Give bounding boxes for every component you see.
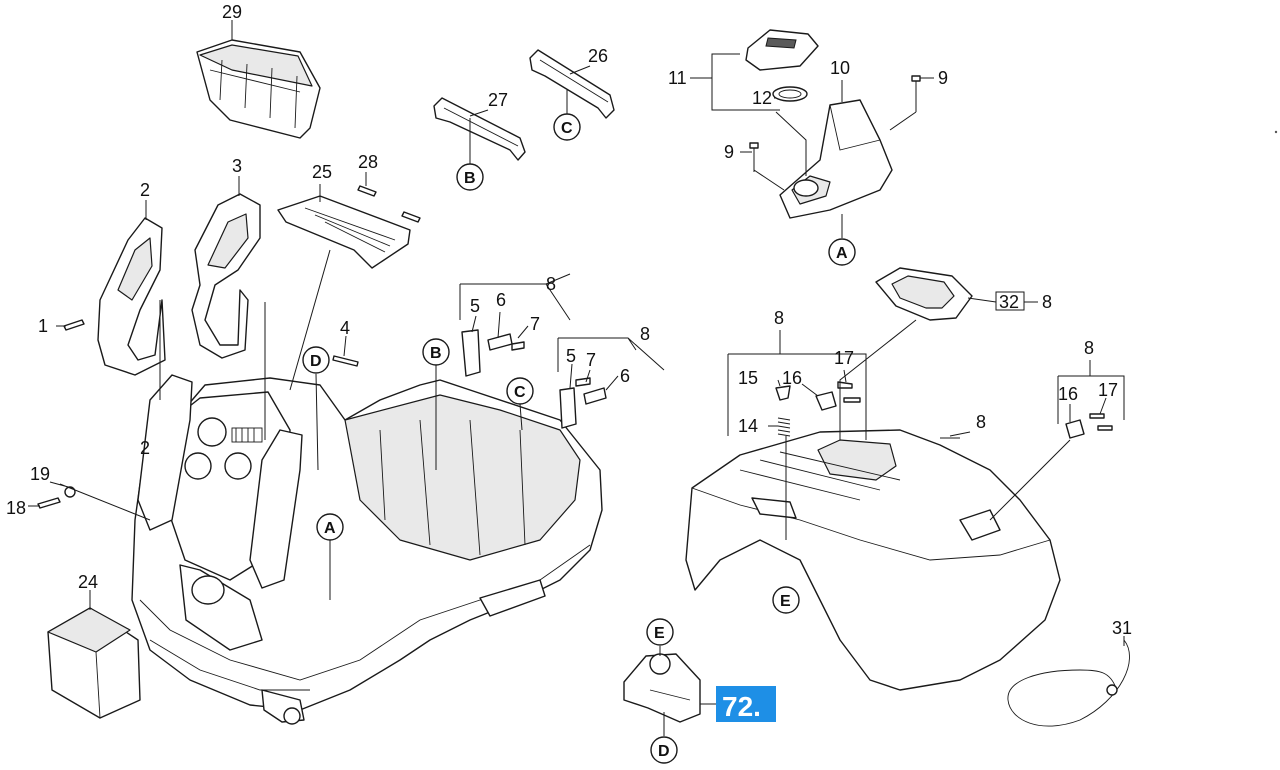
callout-b-mid: B <box>422 338 450 366</box>
svg-text:D: D <box>310 353 322 370</box>
label-14: 14 <box>738 416 758 436</box>
label-24: 24 <box>78 572 98 592</box>
label-28: 28 <box>358 152 378 172</box>
label-26: 26 <box>588 46 608 66</box>
label-8-f: 8 <box>1084 338 1094 358</box>
label-8-c: 8 <box>1042 292 1052 312</box>
callout-e-cover: E <box>772 586 800 614</box>
svg-text:C: C <box>514 384 526 401</box>
part-72-valve <box>623 653 701 723</box>
label-25: 25 <box>312 162 332 182</box>
callout-d-mid: D <box>302 346 330 374</box>
part-1-screw <box>63 319 85 331</box>
label-18: 18 <box>6 498 26 518</box>
part-72-badge[interactable]: 72. <box>700 686 776 722</box>
label-8-d: 8 <box>774 308 784 328</box>
label-7-b: 7 <box>586 350 596 370</box>
label-1: 1 <box>38 316 48 336</box>
callouts: C B A D B C A E E D <box>302 113 856 764</box>
part-24-box <box>47 607 141 719</box>
label-12: 12 <box>752 88 772 108</box>
svg-text:E: E <box>780 593 791 610</box>
part-16-clip-a <box>815 381 861 411</box>
label-3: 3 <box>232 156 242 176</box>
label-8-b: 8 <box>640 324 650 344</box>
label-32: 32 <box>999 292 1019 312</box>
label-2: 2 <box>140 180 150 200</box>
svg-text:B: B <box>464 170 476 187</box>
label-9-left: 9 <box>724 142 734 162</box>
label-8-e: 8 <box>976 412 986 432</box>
part-29-storage-tray <box>196 39 321 139</box>
callout-e-valve: E <box>646 618 674 646</box>
part-9-screw-left <box>749 142 759 172</box>
label-11: 11 <box>668 68 687 88</box>
svg-text:C: C <box>561 120 573 137</box>
callout-b-top: B <box>456 163 484 191</box>
latch-group-2 <box>559 377 607 429</box>
label-16-a: 16 <box>782 368 802 388</box>
callout-a-top: A <box>828 238 856 266</box>
label-9-top: 9 <box>938 68 948 88</box>
part-2-handle-left <box>97 217 166 376</box>
part-15-screw <box>775 385 791 401</box>
label-29: 29 <box>222 2 242 22</box>
cover-housing <box>685 429 1061 691</box>
svg-text:D: D <box>658 743 670 760</box>
label-10: 10 <box>830 58 850 78</box>
part-labels: 29 26 27 11 10 9 12 9 2 3 25 28 8 5 6 7 … <box>6 2 1132 638</box>
label-5-b: 5 <box>566 346 576 366</box>
svg-text:A: A <box>836 245 848 262</box>
leader-lines <box>28 20 1125 736</box>
label-31: 31 <box>1112 618 1132 638</box>
label-6-a: 6 <box>496 290 506 310</box>
label-15: 15 <box>738 368 758 388</box>
part-28-screws <box>357 185 421 223</box>
latch-group-1 <box>461 329 525 377</box>
edge-dot <box>1274 130 1278 134</box>
svg-text:A: A <box>324 520 336 537</box>
label-2-b: 2 <box>140 438 150 458</box>
svg-text:B: B <box>430 345 442 362</box>
label-5-a: 5 <box>470 296 480 316</box>
callout-a-mid: A <box>316 513 344 541</box>
part-25-cover <box>277 195 411 269</box>
part-14-spring <box>777 417 791 437</box>
part-18-screw <box>37 497 61 509</box>
label-7-a: 7 <box>530 314 540 334</box>
part-10-housing <box>779 99 893 219</box>
label-16-b: 16 <box>1058 384 1078 404</box>
part-26-bracket <box>529 49 615 119</box>
part-32-seal <box>875 267 973 321</box>
part-31-cable <box>1007 639 1130 727</box>
callout-d-valve: D <box>650 736 678 764</box>
part-16-clip-b <box>1065 413 1113 439</box>
part-12-ring <box>772 86 808 102</box>
label-8-a: 8 <box>546 274 556 294</box>
badge-background <box>716 686 776 722</box>
part-27-bracket <box>433 97 526 164</box>
label-17-b: 17 <box>1098 380 1118 400</box>
label-27: 27 <box>488 90 508 110</box>
part-3-handle-right <box>191 193 261 359</box>
svg-text:E: E <box>654 625 665 642</box>
label-6-b: 6 <box>620 366 630 386</box>
label-4: 4 <box>340 318 350 338</box>
badge-label: 72. <box>722 691 761 722</box>
label-17-a: 17 <box>834 348 854 368</box>
base-housing <box>131 374 603 725</box>
part-4-bolt <box>332 355 359 367</box>
part-11-cap <box>745 29 819 71</box>
part-9-screw-top <box>911 75 921 112</box>
callout-c-top: C <box>553 113 581 141</box>
label-19: 19 <box>30 464 50 484</box>
callout-c-mid: C <box>506 377 534 405</box>
